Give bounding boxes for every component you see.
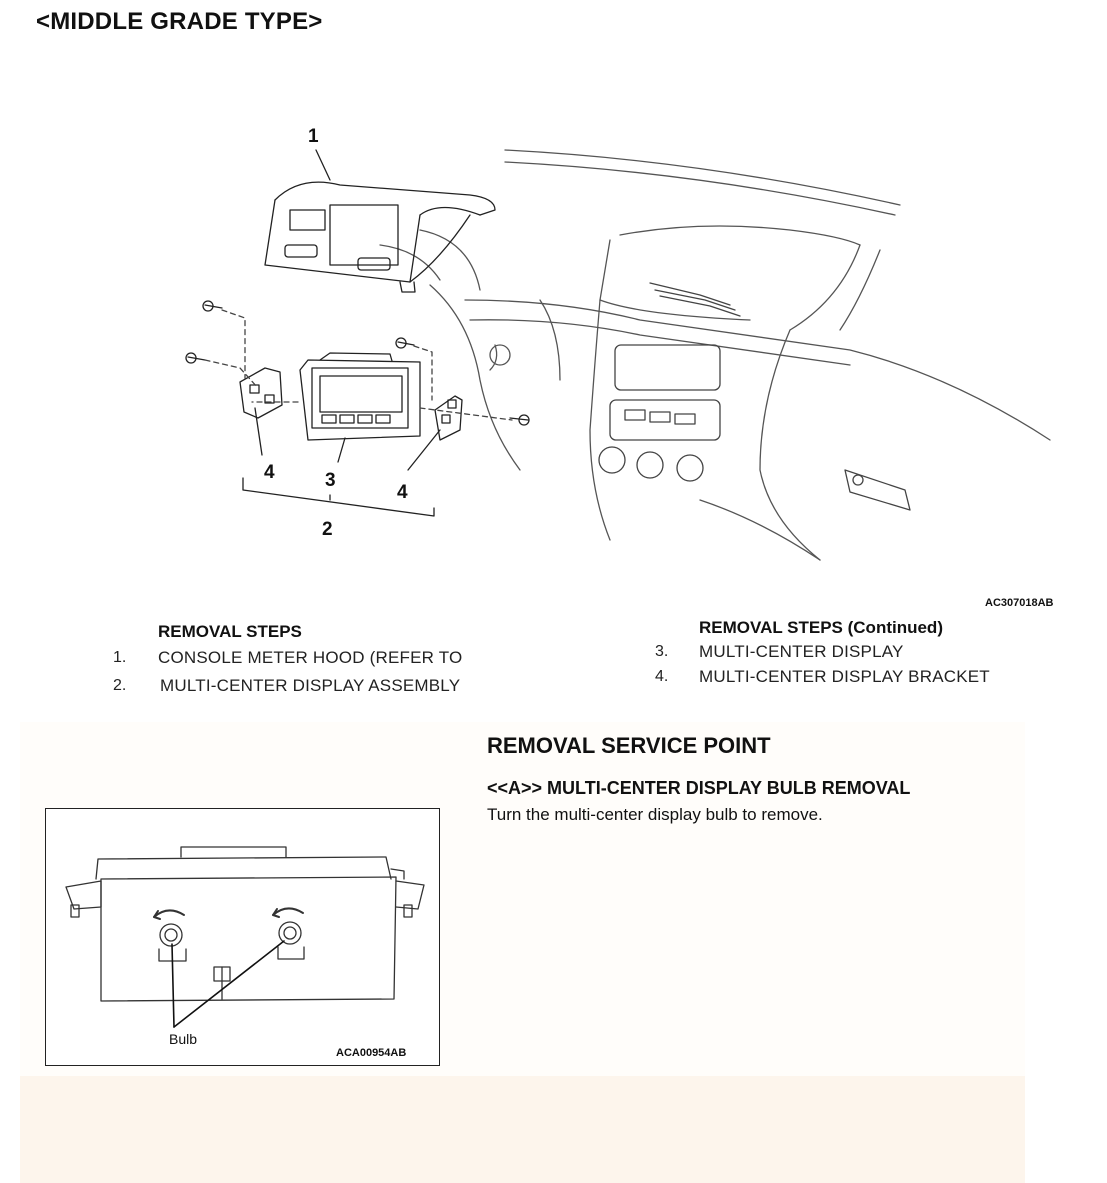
dashboard-exploded-diagram: 1 4 3 4 2 <box>185 126 1051 561</box>
steering-wheel <box>419 229 511 371</box>
service-point-instruction: Turn the multi-center display bulb to re… <box>487 805 823 824</box>
panel-shaded-area <box>20 1076 1025 1183</box>
step-number: 3. <box>655 643 669 660</box>
callout-4-left: 4 <box>264 462 275 483</box>
display-rear-view <box>65 846 425 1028</box>
step-text: MULTI-CENTER DISPLAY <box>699 642 904 661</box>
figure-1-code: AC307018AB <box>985 597 1054 609</box>
step-text: MULTI-CENTER DISPLAY ASSEMBLY <box>160 676 461 695</box>
step-text: CONSOLE METER HOOD (REFER TO <box>158 648 463 667</box>
step-number: 2. <box>113 677 127 694</box>
bulb-socket-left <box>153 909 187 962</box>
removal-steps-title: REMOVAL STEPS <box>158 622 302 641</box>
callout-2: 2 <box>322 519 333 540</box>
bulb-label: Bulb <box>169 1031 198 1047</box>
bulb-removal-figure: Bulb ACA00954AB <box>45 808 440 1066</box>
display-bracket-right <box>434 395 463 441</box>
page-title: <MIDDLE GRADE TYPE> <box>36 8 323 35</box>
removal-steps-continued-title: REMOVAL STEPS (Continued) <box>699 618 943 637</box>
dashboard-outline <box>379 149 1051 561</box>
callout-4-right: 4 <box>397 482 408 503</box>
callout-leaders <box>242 149 441 517</box>
mounting-screws <box>185 300 530 426</box>
console-meter-hood <box>264 181 496 293</box>
assembly-leader-lines <box>204 309 513 421</box>
callout-3: 3 <box>325 470 336 491</box>
step-number: 4. <box>655 668 669 685</box>
center-stack-controls <box>598 282 911 511</box>
step-number: 1. <box>113 649 127 666</box>
service-point-heading: REMOVAL SERVICE POINT <box>487 733 771 758</box>
figure-2-code: ACA00954AB <box>336 1047 407 1059</box>
multi-center-display <box>299 352 421 441</box>
service-point-subheading: <<A>> MULTI-CENTER DISPLAY BULB REMOVAL <box>487 778 911 798</box>
step-text: MULTI-CENTER DISPLAY BRACKET <box>699 667 990 686</box>
bulb-socket-right <box>272 907 305 960</box>
callout-1: 1 <box>308 126 319 147</box>
